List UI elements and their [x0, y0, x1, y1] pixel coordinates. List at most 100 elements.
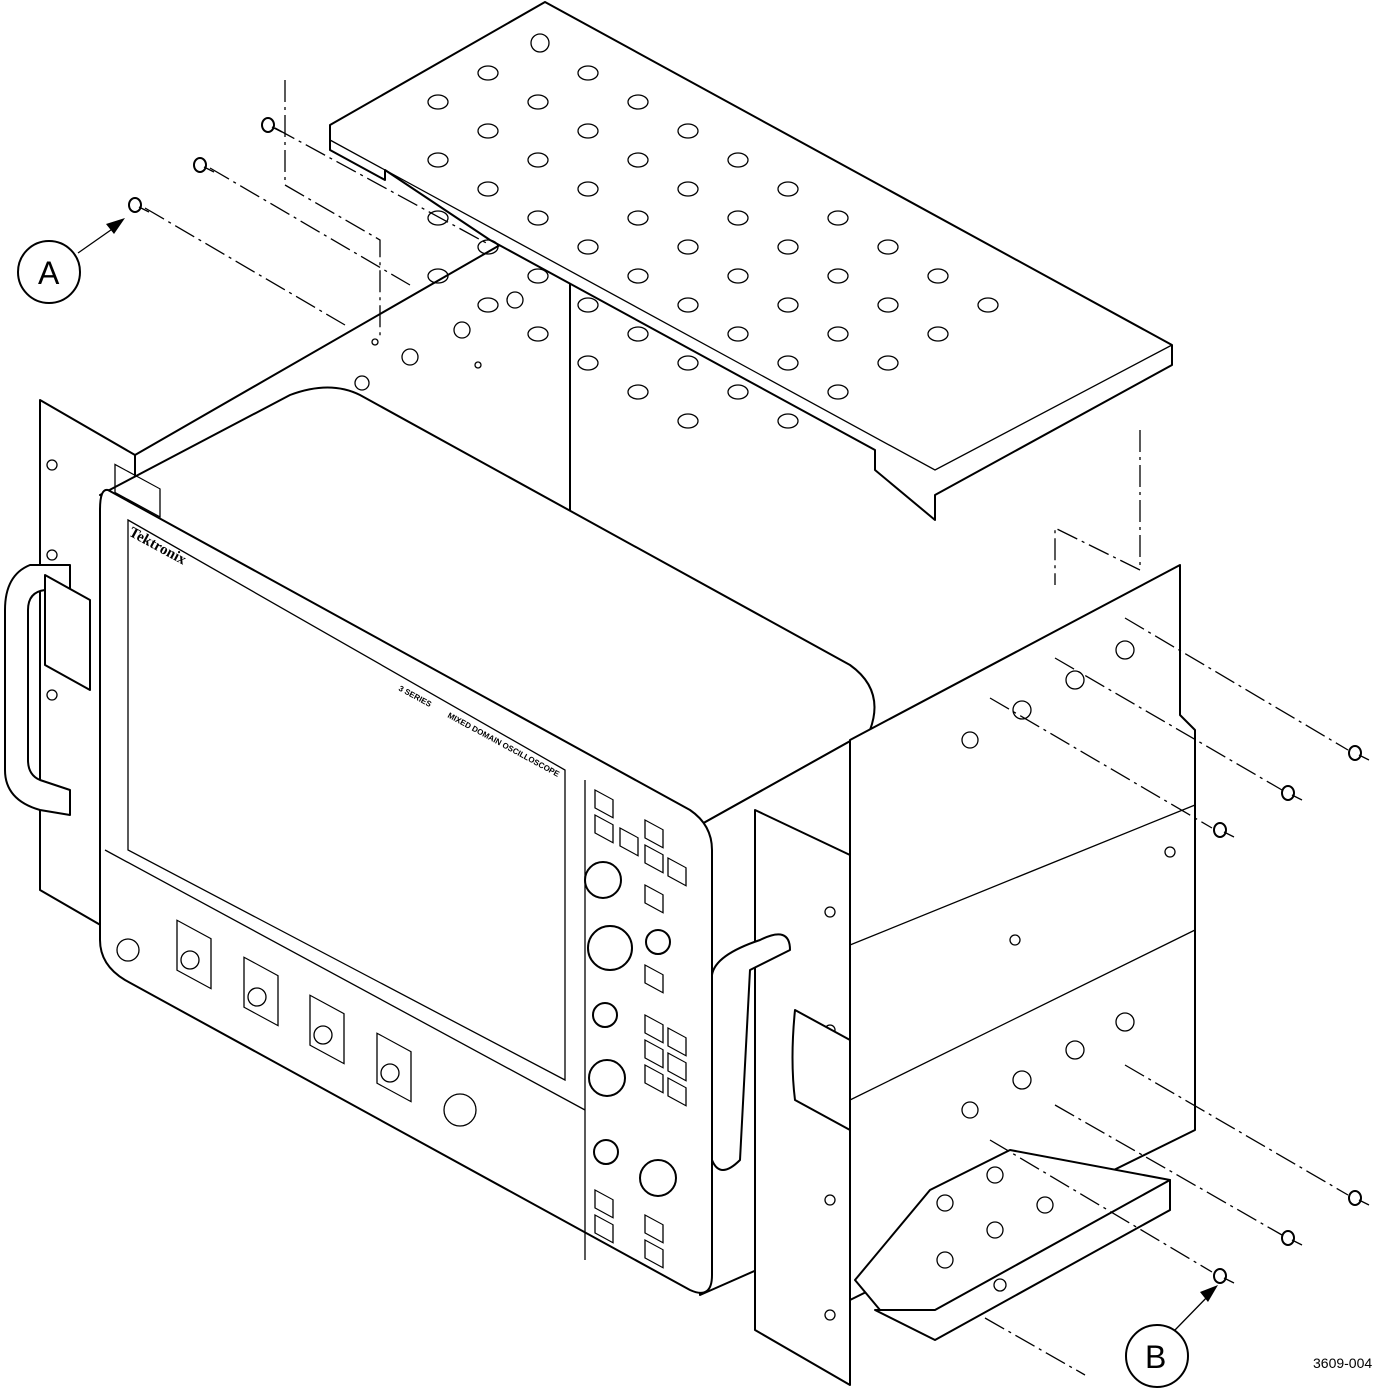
hole	[777, 239, 799, 255]
hole	[627, 94, 649, 110]
hole	[777, 181, 799, 197]
bnc-connector-ring	[180, 950, 200, 970]
bnc-connector	[376, 1032, 412, 1103]
screw-head	[128, 197, 142, 213]
hole	[827, 326, 849, 342]
panel-button	[667, 1076, 687, 1107]
hole	[627, 268, 649, 284]
screws	[128, 117, 1370, 1284]
hole	[677, 355, 699, 371]
knob	[592, 1002, 618, 1028]
panel-button	[644, 1013, 664, 1044]
hole	[677, 181, 699, 197]
hole	[927, 326, 949, 342]
hole	[477, 297, 499, 313]
hole	[527, 210, 549, 226]
hole	[577, 239, 599, 255]
figure-id: 3609-004	[1313, 1355, 1373, 1371]
bnc-connector	[309, 994, 345, 1065]
panel-button	[644, 963, 664, 994]
hole	[727, 384, 749, 400]
bnc-connector	[243, 956, 279, 1027]
screw-shank	[1223, 1277, 1235, 1284]
screw-shank	[1223, 831, 1235, 838]
panel-button	[644, 1038, 664, 1069]
hole	[627, 152, 649, 168]
screw-shank	[1291, 1239, 1303, 1246]
knob	[584, 861, 622, 899]
knob	[639, 1159, 677, 1197]
callout-a-label: A	[38, 255, 60, 291]
hole	[577, 123, 599, 139]
panel-button	[594, 813, 614, 844]
hole	[677, 413, 699, 429]
screw-head	[1281, 1230, 1295, 1246]
panel-button	[619, 826, 639, 857]
callout-b: B	[1125, 1285, 1218, 1388]
alignment-lines	[144, 80, 1349, 1376]
screw-shank	[203, 166, 215, 173]
bnc-connector-ring	[313, 1025, 333, 1045]
panel-button	[644, 818, 664, 849]
callout-a: A	[17, 218, 125, 304]
hole	[427, 94, 449, 110]
screw-head	[193, 157, 207, 173]
screw-shank	[1358, 754, 1370, 761]
hole	[677, 239, 699, 255]
hole	[877, 297, 899, 313]
hole	[527, 94, 549, 110]
hole	[677, 297, 699, 313]
hole	[777, 355, 799, 371]
hole	[627, 326, 649, 342]
hole	[827, 268, 849, 284]
hole	[877, 355, 899, 371]
top-tray	[329, 1, 1173, 521]
knob	[645, 929, 671, 955]
bnc-connector-ring	[247, 987, 267, 1007]
hole	[827, 384, 849, 400]
hole	[527, 326, 549, 342]
bottom-tray	[854, 1149, 1171, 1341]
screw-head	[1213, 1268, 1227, 1284]
panel-button	[667, 856, 687, 887]
hole	[427, 268, 449, 284]
hole	[427, 210, 449, 226]
panel-button	[594, 1213, 614, 1244]
hole	[477, 239, 499, 255]
knob	[588, 1059, 626, 1097]
screw-head	[1281, 785, 1295, 801]
screw-head	[261, 117, 275, 133]
panel-button	[667, 1026, 687, 1057]
bnc-connector-ring	[380, 1063, 400, 1083]
hole	[527, 152, 549, 168]
hole	[927, 268, 949, 284]
screw-shank	[138, 206, 150, 213]
hole	[827, 210, 849, 226]
hole	[677, 123, 699, 139]
hole	[727, 268, 749, 284]
screw-shank	[1291, 794, 1303, 801]
callout-b-label: B	[1145, 1339, 1166, 1375]
hole	[577, 181, 599, 197]
hole	[577, 355, 599, 371]
screw-shank	[1358, 1199, 1370, 1206]
screw-head	[1348, 1190, 1362, 1206]
hole	[577, 297, 599, 313]
screw-shank	[271, 126, 283, 133]
panel-button	[644, 883, 664, 914]
hole	[727, 152, 749, 168]
screw-head	[1348, 745, 1362, 761]
hole	[727, 210, 749, 226]
panel-button	[594, 1188, 614, 1219]
hole	[527, 268, 549, 284]
panel-button	[644, 843, 664, 874]
panel-button	[644, 1213, 664, 1244]
right-rack-bracket	[711, 564, 1196, 1386]
hole	[777, 413, 799, 429]
screw-head	[1213, 822, 1227, 838]
hole	[727, 326, 749, 342]
panel-button	[644, 1238, 664, 1269]
hole	[777, 297, 799, 313]
